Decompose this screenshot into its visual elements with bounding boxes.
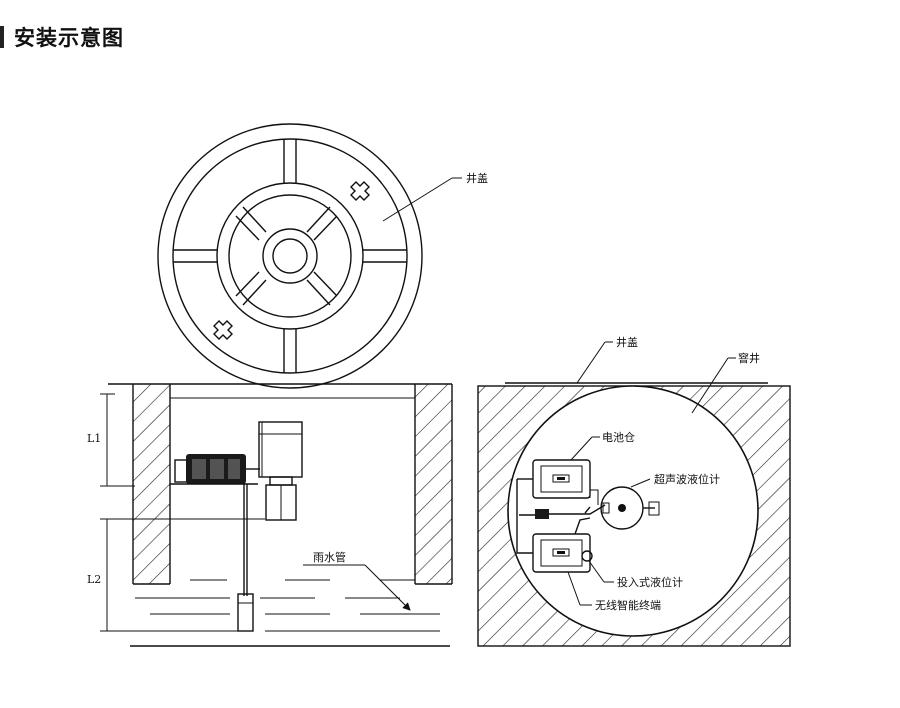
well-section-view: L1 L2 xyxy=(87,383,453,647)
ultrasonic-sensor-plan xyxy=(600,486,660,530)
well-circle xyxy=(507,385,759,637)
title-accent-bar xyxy=(0,26,4,48)
label-side-cover: 井盖 xyxy=(616,335,638,349)
dimension-lines: L1 L2 xyxy=(87,393,265,632)
right-wall-hatch xyxy=(415,384,452,584)
label-ultrasonic: 超声波液位计 xyxy=(654,472,720,486)
submersible-probe-side xyxy=(237,484,254,632)
label-well: 窨井 xyxy=(738,351,760,365)
left-wall-hatch xyxy=(133,384,170,584)
page-title: 安装示意图 xyxy=(14,26,124,50)
cover-inner-spokes xyxy=(235,206,338,306)
label-terminal: 无线智能终端 xyxy=(595,598,661,612)
label-battery: 电池仓 xyxy=(602,430,635,444)
manhole-cover-top-view: 井盖 xyxy=(157,123,488,389)
label-submersible: 投入式液位计 xyxy=(617,575,683,589)
label-dim-l2: L2 xyxy=(87,573,101,586)
water-level-lines xyxy=(130,579,450,647)
terminal-device-side xyxy=(170,454,260,485)
label-dim-l1: L1 xyxy=(87,432,101,445)
cover-lift-hole-icon xyxy=(213,181,370,340)
well-plan-view: 井盖 窨井 电池仓 超声波液位计 投入式液位计 无线智能终端 xyxy=(477,335,791,647)
plan-cables xyxy=(516,479,606,562)
cover-ring-dividers xyxy=(173,139,407,373)
battery-box-plan xyxy=(517,459,591,499)
label-top-cover: 井盖 xyxy=(466,171,488,185)
ultrasonic-sensor-side xyxy=(258,421,303,521)
label-rain-pipe: 雨水管 xyxy=(313,550,346,564)
